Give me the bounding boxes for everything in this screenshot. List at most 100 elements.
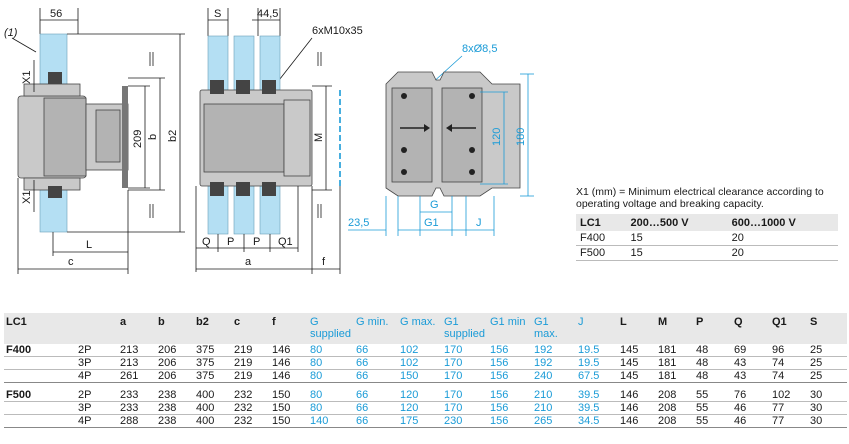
- table-cell: 30: [808, 389, 847, 402]
- dim-P1-label: P: [227, 236, 234, 248]
- table-cell: 232: [232, 389, 270, 402]
- table-cell: 219: [232, 344, 270, 357]
- dim-c-label: c: [68, 256, 74, 268]
- table-cell: 77: [770, 414, 808, 428]
- dim-M-label: M: [313, 133, 325, 142]
- table-cell: 213: [118, 356, 156, 370]
- table-cell: 208: [656, 389, 694, 402]
- table-cell: 210: [532, 389, 576, 402]
- table-cell: 77: [770, 401, 808, 415]
- table-cell: 375: [194, 369, 232, 383]
- group-label: [4, 369, 76, 383]
- table-cell: 66: [354, 356, 398, 370]
- table-cell: 20: [727, 231, 838, 246]
- dimensions-header: G1 min: [488, 313, 532, 344]
- dimensions-header: S: [808, 313, 847, 344]
- dim-a-label: a: [245, 256, 252, 268]
- table-cell: 66: [354, 414, 398, 428]
- table-cell: 146: [618, 414, 656, 428]
- table-cell: 146: [618, 401, 656, 415]
- table-cell: 232: [232, 414, 270, 428]
- table-cell: 400: [194, 389, 232, 402]
- dimensions-header: [76, 313, 118, 344]
- table-cell: 230: [442, 414, 488, 428]
- table-cell: 80: [308, 344, 354, 357]
- dim-445-label: 44,5: [257, 8, 278, 20]
- table-cell: 146: [270, 356, 308, 370]
- table-cell: 219: [232, 369, 270, 383]
- table-cell: 219: [232, 356, 270, 370]
- table-cell: 238: [156, 401, 194, 415]
- dim-b2-label: b2: [167, 130, 179, 142]
- table-cell: 146: [270, 369, 308, 383]
- dim-f-label: f: [322, 256, 326, 268]
- table-cell: 206: [156, 344, 194, 357]
- table-cell: 233: [118, 389, 156, 402]
- table-cell: 74: [770, 369, 808, 383]
- dim-L-label: L: [86, 239, 92, 251]
- table-cell: 46: [732, 414, 770, 428]
- table-cell: 4P: [76, 414, 118, 428]
- table-cell: 15: [626, 245, 728, 261]
- table-cell: 156: [488, 369, 532, 383]
- table-cell: 46: [732, 401, 770, 415]
- table-cell: 150: [398, 369, 442, 383]
- dim-b-label: b: [147, 134, 159, 140]
- table-cell: 206: [156, 356, 194, 370]
- table-cell: 213: [118, 344, 156, 357]
- table-cell: 66: [354, 369, 398, 383]
- table-cell: 55: [694, 401, 732, 415]
- table-cell: 80: [308, 401, 354, 415]
- table-row: F500 15 20: [576, 245, 838, 261]
- dimensions-header: G min.: [354, 313, 398, 344]
- table-cell: 261: [118, 369, 156, 383]
- table-cell: 146: [618, 389, 656, 402]
- table-cell: 80: [308, 389, 354, 402]
- dimensions-header: G1 max.: [532, 313, 576, 344]
- table-row: F400 15 20: [576, 231, 838, 246]
- table-cell: 192: [532, 344, 576, 357]
- clearance-note: X1 (mm) = Minimum electrical clearance a…: [576, 186, 824, 210]
- table-cell: 66: [354, 401, 398, 415]
- screws-label: 6xM10x35: [312, 25, 363, 37]
- table-cell: 240: [532, 369, 576, 383]
- dim-56-label: 56: [50, 8, 62, 20]
- table-cell: 74: [770, 356, 808, 370]
- table-cell: 170: [442, 389, 488, 402]
- table-cell: 140: [308, 414, 354, 428]
- dimensions-header: LC1: [4, 313, 76, 344]
- table-cell: 67.5: [576, 369, 618, 383]
- table-cell: 170: [442, 344, 488, 357]
- table-cell: 48: [694, 369, 732, 383]
- table-cell: 232: [232, 401, 270, 415]
- table-cell: 2P: [76, 344, 118, 357]
- dim-S-label: S: [214, 8, 221, 20]
- table-cell: 238: [156, 414, 194, 428]
- table-cell: 48: [694, 356, 732, 370]
- table-cell: 55: [694, 414, 732, 428]
- dimensions-header: f: [270, 313, 308, 344]
- table-cell: 145: [618, 344, 656, 357]
- dim-180-label: 180: [515, 128, 527, 146]
- x1-bottom-label: X1: [21, 191, 33, 204]
- dimensions-header: J: [576, 313, 618, 344]
- table-cell: 48: [694, 344, 732, 357]
- dim-J-label: J: [476, 217, 482, 229]
- dimensions-header: M: [656, 313, 694, 344]
- table-cell: 400: [194, 414, 232, 428]
- table-cell: 25: [808, 369, 847, 383]
- table-cell: 66: [354, 344, 398, 357]
- group-label: [4, 414, 76, 428]
- dimensions-header: b: [156, 313, 194, 344]
- table-cell: 400: [194, 401, 232, 415]
- table-cell: 15: [626, 231, 728, 246]
- table-cell: 102: [398, 344, 442, 357]
- table-cell: 2P: [76, 389, 118, 402]
- table-cell: 170: [442, 369, 488, 383]
- table-cell: 156: [488, 401, 532, 415]
- table-cell: 181: [656, 344, 694, 357]
- mounting-view: 8xØ8,5 120 180 23,5 G G1 J: [348, 43, 534, 236]
- dimensions-header: P: [694, 313, 732, 344]
- table-cell: 170: [442, 356, 488, 370]
- dim-G1-label: G1: [424, 217, 439, 229]
